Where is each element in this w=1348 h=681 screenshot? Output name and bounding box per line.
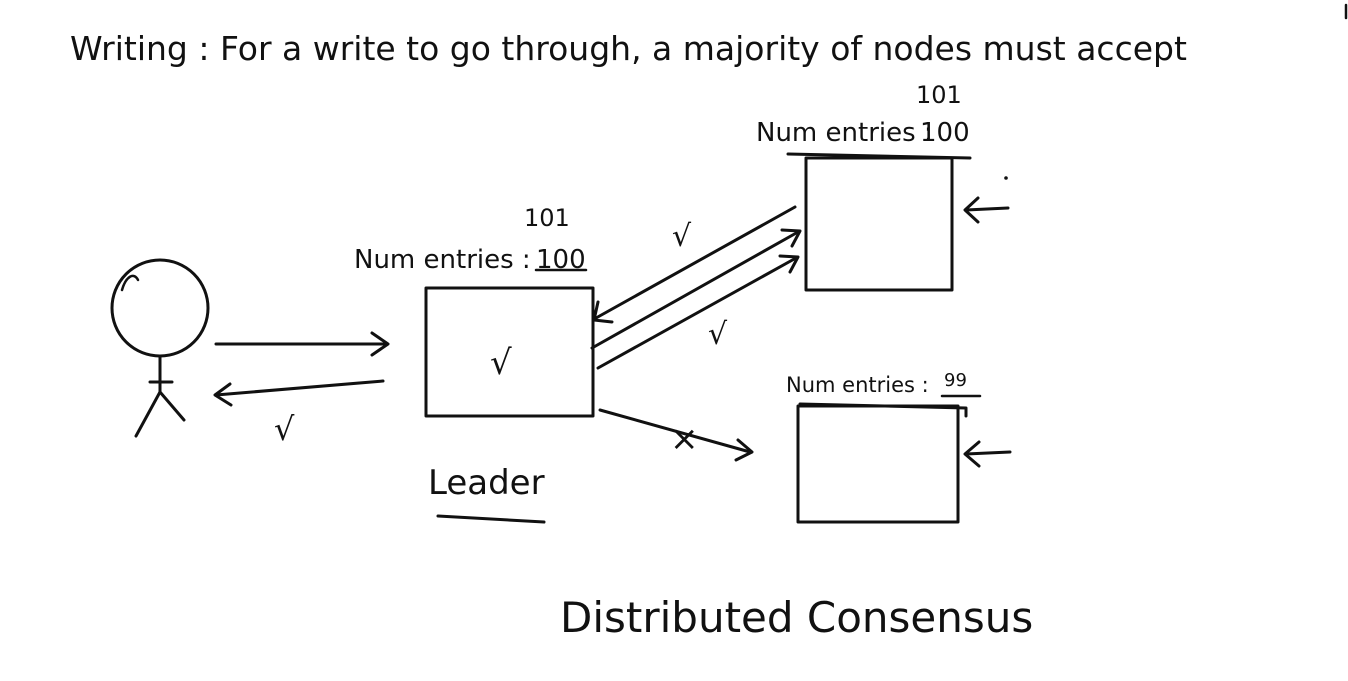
heading: Writing : For a write to go through, a m… xyxy=(70,29,1187,68)
follower-top-pointer-arrow xyxy=(964,206,1010,212)
top-request-arrow-1 xyxy=(590,230,800,350)
client-right-leg xyxy=(158,390,186,422)
follower-top-entries-label: Num entries : xyxy=(756,118,933,148)
client-head xyxy=(110,258,210,358)
client-head-sketch xyxy=(120,274,140,292)
footer-title: Distributed Consensus xyxy=(560,593,1033,642)
follower-bottom-entries-value: 99 xyxy=(944,370,967,391)
top-request-arrow-2 xyxy=(596,256,798,370)
failed-write-mark: × xyxy=(670,419,699,459)
follower-top-pointer-arrowhead xyxy=(963,196,980,224)
bottom-request-arrow xyxy=(598,408,752,454)
follower-top-node xyxy=(804,156,954,292)
bottom-request-arrowhead xyxy=(734,438,754,462)
client-left-leg xyxy=(134,390,162,438)
leader-entries-new: 101 xyxy=(524,204,570,232)
top-request-ack-check: √ xyxy=(708,317,728,352)
follower-top-entries-value: 100 xyxy=(920,118,970,148)
client-figure xyxy=(110,258,210,438)
response-arrowhead xyxy=(213,382,233,407)
client-ack-check: √ xyxy=(274,410,295,448)
top-request-arrowhead-1 xyxy=(780,228,802,248)
follower-top-overline xyxy=(786,152,972,160)
leader-underline xyxy=(436,514,546,524)
follower-bottom-pointer-arrow xyxy=(964,450,1012,456)
follower-top-dot xyxy=(1004,176,1008,180)
leader-entries-label: Num entries : xyxy=(354,245,531,275)
request-arrowhead xyxy=(370,331,390,357)
follower-top-entries-new: 101 xyxy=(916,81,962,109)
top-request-arrowhead-2 xyxy=(778,254,800,274)
follower-bottom-overline xyxy=(798,402,968,418)
response-arrow xyxy=(214,379,385,397)
leader-node xyxy=(424,286,595,418)
leader-label: Leader xyxy=(428,463,545,503)
follower-bottom-entries-label: Num entries : xyxy=(786,373,929,397)
leader-ack-check: √ xyxy=(490,343,512,383)
top-response-arrowhead xyxy=(592,300,614,324)
follower-bottom-node xyxy=(796,404,960,524)
top-response-ack-check: √ xyxy=(672,219,692,254)
top-response-arrow xyxy=(594,205,797,320)
follower-bottom-pointer-arrowhead xyxy=(963,440,981,468)
